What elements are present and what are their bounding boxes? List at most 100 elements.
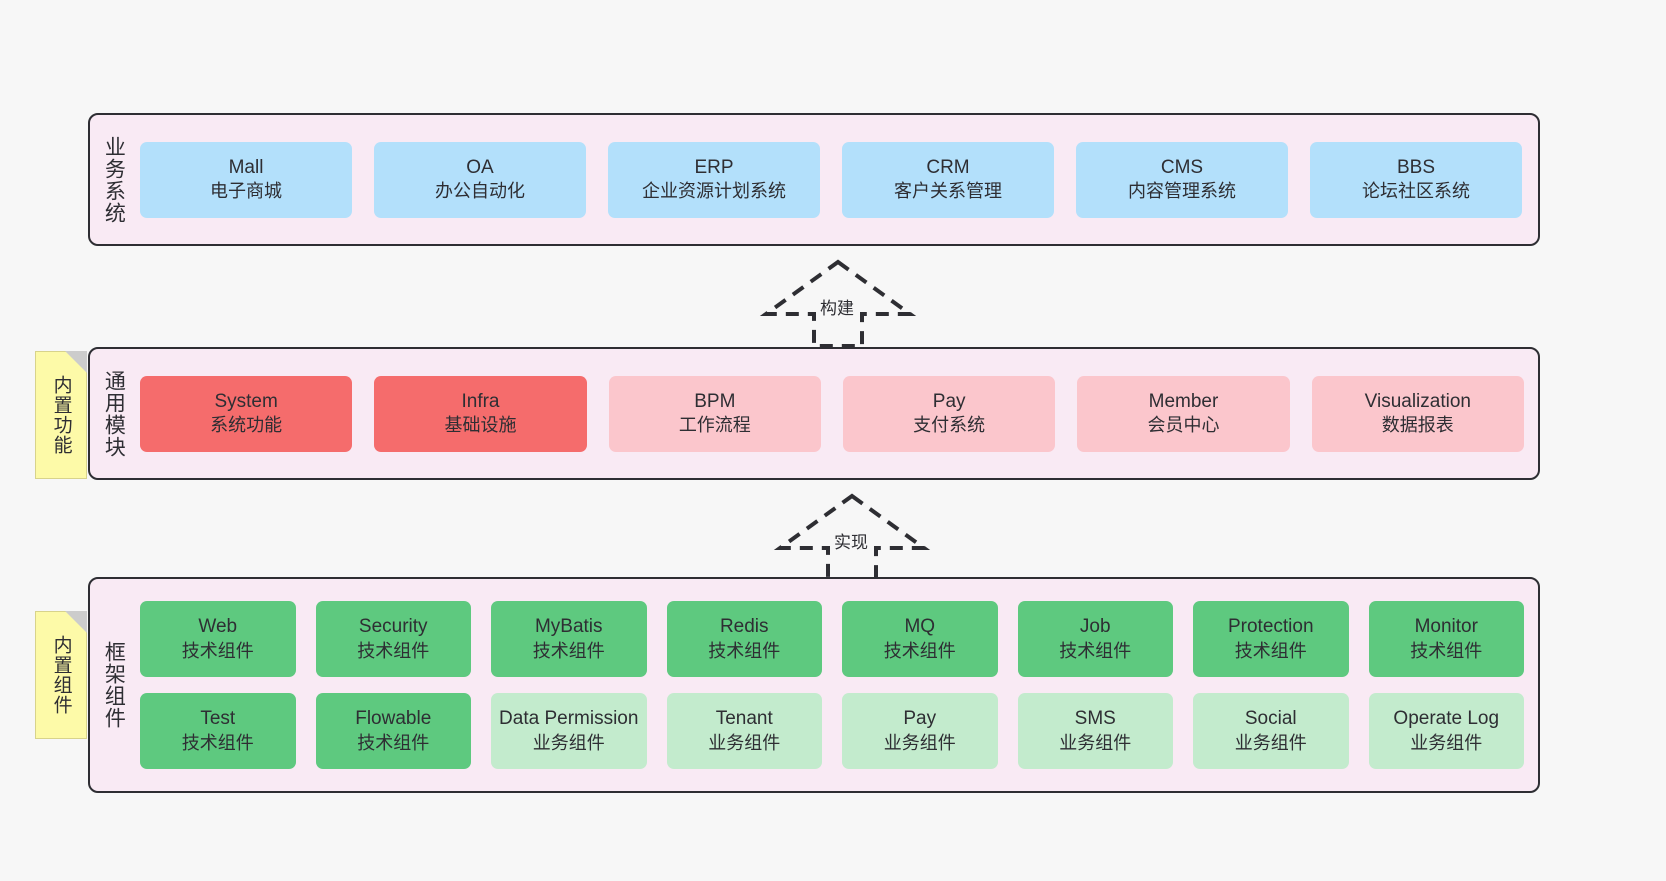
item-pay[interactable]: Pay 支付系统 — [842, 375, 1056, 452]
item-title-cn: 技术组件 — [883, 640, 956, 661]
note-label: 内置组件 — [50, 635, 72, 715]
item-visualization[interactable]: Visualization 数据报表 — [1311, 375, 1524, 452]
item-title-cn: 业务组件 — [1059, 732, 1132, 753]
item-flowable[interactable]: Flowable 技术组件 — [315, 693, 471, 769]
item-erp[interactable]: ERP 企业资源计划系统 — [608, 141, 820, 218]
item-title-cn: 业务组件 — [708, 732, 781, 753]
layer-business-systems: 业务系统 Mall 电子商城 OA 办公自动化 ERP 企业资源计划系统 CRM… — [88, 113, 1540, 246]
item-title-cn: 技术组件 — [357, 640, 430, 661]
note-builtin-components: 内置组件 — [35, 611, 87, 739]
layer-title-business: 业务系统 — [102, 135, 126, 224]
item-title-cn: 技术组件 — [1059, 640, 1132, 661]
item-title-en: Web — [198, 616, 238, 638]
layer-common-modules: 通用模块 System 系统功能 Infra 基础设施 BPM 工作流程 Pay… — [88, 347, 1540, 480]
item-title-cn: 技术组件 — [357, 732, 430, 753]
item-title-en: Member — [1148, 390, 1219, 412]
layer-framework-components: 框架组件 Web 技术组件 Security 技术组件 MyBatis 技术组件… — [88, 577, 1540, 793]
item-system[interactable]: System 系统功能 — [140, 375, 353, 452]
item-title-en: CMS — [1160, 156, 1204, 178]
layer-row: System 系统功能 Infra 基础设施 BPM 工作流程 Pay 支付系统… — [140, 375, 1524, 452]
item-title-cn: 电子商城 — [210, 181, 282, 202]
layer-body-framework: Web 技术组件 Security 技术组件 MyBatis 技术组件 Redi… — [136, 579, 1538, 791]
item-title-en: SMS — [1074, 708, 1116, 730]
connector-label-build: 构建 — [820, 299, 854, 318]
item-title-en: Test — [200, 708, 236, 730]
item-title-en: Redis — [719, 616, 769, 638]
item-oa[interactable]: OA 办公自动化 — [374, 141, 586, 218]
item-title-en: Pay — [932, 390, 966, 412]
item-protection[interactable]: Protection 技术组件 — [1193, 601, 1349, 677]
item-title-en: Visualization — [1364, 390, 1471, 412]
item-tenant[interactable]: Tenant 业务组件 — [666, 693, 822, 769]
item-title-cn: 技术组件 — [532, 640, 605, 661]
item-mall[interactable]: Mall 电子商城 — [140, 141, 352, 218]
item-title-en: Pay — [903, 708, 937, 730]
item-sms[interactable]: SMS 业务组件 — [1017, 693, 1173, 769]
item-test[interactable]: Test 技术组件 — [140, 693, 296, 769]
connector-implement: 实现 — [772, 492, 932, 582]
item-title-cn: 业务组件 — [1234, 732, 1307, 753]
item-mq[interactable]: MQ 技术组件 — [842, 601, 998, 677]
item-redis[interactable]: Redis 技术组件 — [666, 601, 822, 677]
item-title-cn: 客户关系管理 — [894, 181, 1002, 202]
item-social[interactable]: Social 业务组件 — [1193, 693, 1349, 769]
item-title-en: Social — [1244, 708, 1297, 730]
note-label: 内置功能 — [50, 375, 72, 455]
item-title-cn: 技术组件 — [181, 732, 254, 753]
item-security[interactable]: Security 技术组件 — [315, 601, 471, 677]
item-title-cn: 业务组件 — [883, 732, 956, 753]
item-cms[interactable]: CMS 内容管理系统 — [1076, 141, 1288, 218]
layer-body-business: Mall 电子商城 OA 办公自动化 ERP 企业资源计划系统 CRM 客户关系… — [136, 115, 1538, 244]
item-operate-log[interactable]: Operate Log 业务组件 — [1368, 693, 1524, 769]
note-builtin-features: 内置功能 — [35, 351, 87, 479]
item-title-cn: 技术组件 — [1410, 640, 1483, 661]
item-title-en: MyBatis — [534, 616, 603, 638]
item-title-cn: 企业资源计划系统 — [642, 181, 786, 202]
item-title-en: Security — [358, 616, 428, 638]
item-title-cn: 系统功能 — [210, 415, 283, 436]
layer-body-modules: System 系统功能 Infra 基础设施 BPM 工作流程 Pay 支付系统… — [136, 349, 1538, 478]
item-title-cn: 支付系统 — [913, 415, 986, 436]
item-title-cn: 技术组件 — [708, 640, 781, 661]
item-title-en: BPM — [694, 390, 736, 412]
item-title-en: System — [214, 390, 278, 412]
dashed-hollow-arrow-up-icon — [759, 259, 917, 348]
layer-row: Mall 电子商城 OA 办公自动化 ERP 企业资源计划系统 CRM 客户关系… — [140, 141, 1522, 218]
item-monitor[interactable]: Monitor 技术组件 — [1368, 601, 1524, 677]
connector-build: 构建 — [758, 258, 918, 348]
item-title-en: BBS — [1396, 156, 1436, 178]
item-title-en: ERP — [694, 156, 734, 178]
item-title-en: Mall — [228, 156, 264, 178]
layer-title-framework: 框架组件 — [102, 641, 126, 729]
item-crm[interactable]: CRM 客户关系管理 — [842, 141, 1054, 218]
item-title-cn: 办公自动化 — [435, 181, 525, 202]
item-bbs[interactable]: BBS 论坛社区系统 — [1310, 141, 1522, 218]
item-title-en: OA — [466, 156, 494, 178]
item-pay-component[interactable]: Pay 业务组件 — [842, 693, 998, 769]
dashed-hollow-arrow-up-icon — [773, 493, 931, 582]
item-title-cn: 技术组件 — [181, 640, 254, 661]
item-title-cn: 技术组件 — [1234, 640, 1307, 661]
item-title-en: Protection — [1227, 616, 1314, 638]
layer-row: Test 技术组件 Flowable 技术组件 Data Permission … — [140, 693, 1524, 769]
item-title-cn: 会员中心 — [1147, 415, 1220, 436]
item-title-cn: 内容管理系统 — [1128, 181, 1236, 202]
layer-title-modules: 通用模块 — [102, 369, 126, 458]
item-title-en: Data Permission — [499, 708, 639, 730]
item-member[interactable]: Member 会员中心 — [1077, 375, 1290, 452]
item-title-cn: 业务组件 — [532, 732, 605, 753]
item-title-cn: 基础设施 — [444, 415, 517, 436]
item-title-en: Flowable — [355, 708, 432, 730]
item-title-cn: 论坛社区系统 — [1362, 181, 1470, 202]
item-title-en: Infra — [461, 390, 500, 412]
item-bpm[interactable]: BPM 工作流程 — [608, 375, 821, 452]
item-data-permission[interactable]: Data Permission 业务组件 — [491, 693, 647, 769]
item-job[interactable]: Job 技术组件 — [1017, 601, 1173, 677]
item-title-cn: 业务组件 — [1410, 732, 1483, 753]
item-infra[interactable]: Infra 基础设施 — [374, 375, 587, 452]
item-mybatis[interactable]: MyBatis 技术组件 — [491, 601, 647, 677]
item-web[interactable]: Web 技术组件 — [140, 601, 296, 677]
layer-row: Web 技术组件 Security 技术组件 MyBatis 技术组件 Redi… — [140, 601, 1524, 677]
item-title-en: Operate Log — [1393, 708, 1500, 730]
